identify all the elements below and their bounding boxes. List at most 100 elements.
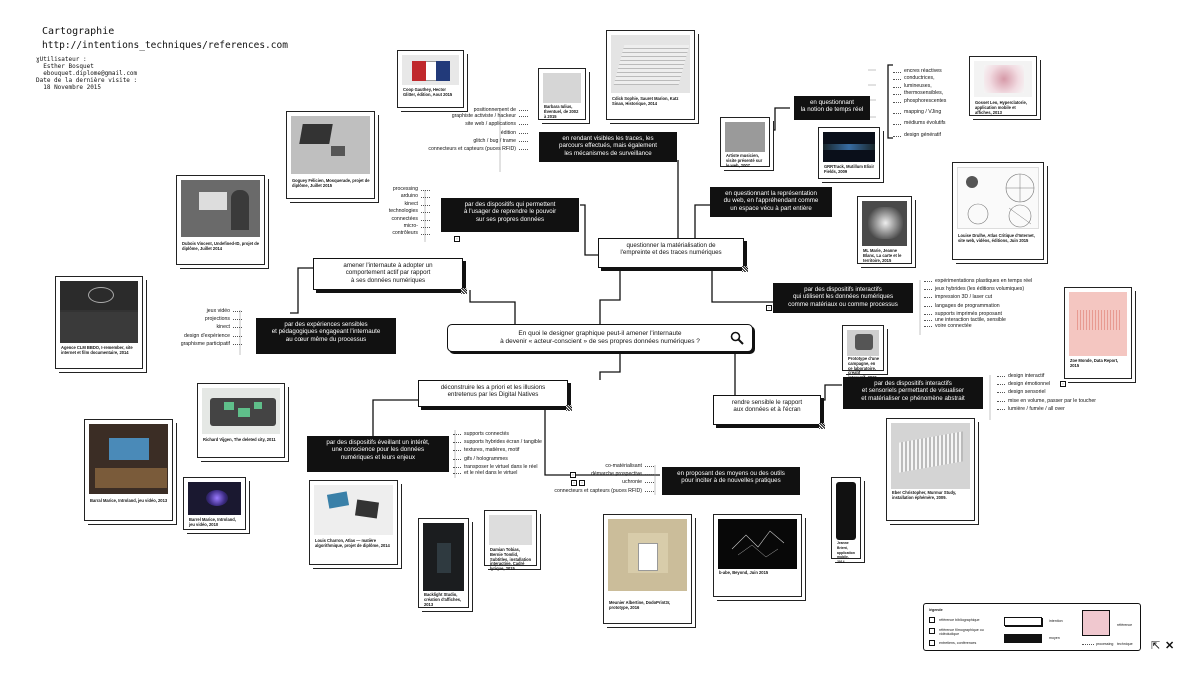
list-item[interactable]: projections	[150, 315, 242, 323]
list-item[interactable]: kinect	[340, 201, 430, 208]
list-item[interactable]: supports hybrides écran / tangible	[453, 438, 574, 446]
list-item[interactable]: connecteurs et capteurs (puces RFID)	[520, 487, 654, 495]
list-item[interactable]: conductrices,	[893, 75, 974, 82]
legend-ref-bib: référence bibliographique	[939, 618, 980, 622]
list-item[interactable]: contrôleurs	[340, 230, 430, 237]
node-rendre[interactable]: rendre sensible le rapport aux données e…	[713, 395, 825, 429]
node-reprendre-pouvoir[interactable]: par des dispositifs qui permettent à l'u…	[441, 198, 579, 232]
reference-card-phone[interactable]: Jeanne Brient, application mobile, 2014	[831, 477, 861, 564]
reference-marker[interactable]: ▫	[1060, 381, 1066, 387]
list-item[interactable]: textures, matières, motif	[453, 446, 574, 454]
reference-card-barrel[interactable]: Barral Marice, Introland, jeu vidéo, 201…	[84, 419, 173, 521]
list-item[interactable]: micro-	[340, 223, 430, 230]
reference-card-louis-charron[interactable]: Louis Charron, Atlas — matière algorithm…	[309, 480, 398, 565]
list-item[interactable]: lumière / fumée / all over	[997, 405, 1128, 413]
page-url[interactable]: http://intentions_techniques/references.…	[42, 40, 288, 51]
reference-card-dubois[interactable]: Dubois Vincent, Undefined-ID, projet de …	[176, 175, 265, 265]
list-item[interactable]: site web / applications	[400, 120, 528, 128]
magnifier-icon[interactable]	[730, 331, 744, 345]
list-item[interactable]: connectées	[340, 216, 430, 223]
list-item[interactable]: supports imprimés proposant	[924, 310, 1065, 318]
expand-icon[interactable]: ⇱	[1151, 640, 1161, 652]
list-item[interactable]: transposer le virtuel dans le réel	[453, 463, 574, 471]
reference-card-glitch[interactable]: GRRTrack, Mutillum Elixir Fields, 2009	[818, 127, 880, 179]
reference-card-zoe[interactable]: Zoe Monde, Data Report, 2015	[1064, 287, 1132, 379]
node-interet[interactable]: par des dispositifs éveillant un intérêt…	[307, 436, 449, 472]
node-traces[interactable]: en rendant visibles les traces, les parc…	[539, 132, 677, 162]
list-item[interactable]: médiums évolutifs	[893, 120, 974, 127]
reference-card-goguey[interactable]: Goguey Félicien, Mosquerade, projet de d…	[286, 111, 375, 199]
reference-caption: Cdick Sophie, Sauret Marion, Katz Sinan,…	[612, 96, 679, 106]
node-moyens-outils[interactable]: en proposant des moyens ou des outils po…	[662, 467, 800, 495]
list-item[interactable]: design d'expérience	[150, 332, 242, 340]
list-item[interactable]: jeux vidéo	[150, 307, 242, 315]
reference-card-ml-marie[interactable]: ML Marie, Jeanne Blanc, La carte et le t…	[857, 196, 912, 264]
reference-image	[291, 116, 370, 174]
list-item[interactable]: arduino	[340, 193, 430, 200]
reference-card-meunier[interactable]: Meunier Albertine, DodoPrint3r, prototyp…	[603, 514, 692, 624]
list-item[interactable]: glitch / bug / trame	[400, 137, 528, 145]
list-item[interactable]: une interaction tactile, sensible	[924, 316, 1065, 324]
reference-card-barrel-small[interactable]: Barrel Marice, Introland, jeu vidéo, 201…	[183, 477, 246, 530]
reference-card-eber[interactable]: Eber Christopher, Murmur Study, installa…	[886, 418, 975, 521]
reference-card-louise[interactable]: Louise Drulhe, Atlas Critique d'Internet…	[952, 162, 1044, 260]
list-item[interactable]: technologies	[340, 208, 430, 215]
list-item[interactable]: gifs / hologrammes	[453, 455, 574, 463]
reference-card-cdick[interactable]: Cdick Sophie, Sauret Marion, Katz Sinan,…	[606, 30, 695, 120]
list-item[interactable]: uchronie	[520, 478, 654, 486]
node-questionner[interactable]: questionner la matérialisation de l'empr…	[598, 238, 748, 272]
list-item[interactable]: connecteurs et capteurs (puces RFID)	[400, 145, 528, 153]
reference-card-barbara[interactable]: Barbara Iulius, Éventuel, de 2002 à 2015	[538, 68, 586, 120]
list-item[interactable]: design interactif	[997, 372, 1128, 380]
node-sensoriels[interactable]: par des dispositifs interactifs et senso…	[843, 377, 983, 409]
reference-marker[interactable]: ▫	[766, 305, 772, 311]
list-item[interactable]: supports connectés	[453, 430, 574, 438]
list-item[interactable]: design sensoriel	[997, 388, 1128, 396]
list-item[interactable]: phosphorescentes	[893, 98, 974, 105]
list-item[interactable]: édition	[400, 129, 528, 137]
list-item[interactable]: design génératif	[893, 132, 974, 139]
reference-card-lab-book[interactable]: Prototype d'une campagne, en ce laborato…	[842, 325, 884, 380]
list-item[interactable]: graphisme participatif	[150, 340, 242, 348]
list-item[interactable]: encres réactives	[893, 68, 974, 75]
list-item[interactable]: impression 3D / laser cut	[924, 293, 1065, 301]
list-item[interactable]: démarche prospective	[520, 470, 654, 478]
list-item[interactable]: expérimentations plastiques en temps rée…	[924, 277, 1065, 285]
reference-card-gosset[interactable]: Gosset Leo, Hyperclatorie, application m…	[969, 56, 1037, 116]
list-item[interactable]: mapping / VJing	[893, 109, 974, 116]
node-experiences[interactable]: par des expériences sensibles et pédagog…	[256, 318, 396, 354]
list-item[interactable]: graphiste activiste / hackeur	[400, 112, 528, 120]
reference-card-coop[interactable]: Coop Gauthey, Hector Glitter, édition, A…	[397, 50, 464, 108]
list-item[interactable]: langages de programmation	[924, 302, 1065, 310]
reference-marker[interactable]: ▫	[571, 480, 577, 486]
reference-card-dossier[interactable]: Damian Tobias, Bernie Tomlid, Subtitles,…	[484, 510, 537, 571]
node-amener[interactable]: amener l'internaute à adopter un comport…	[313, 258, 467, 294]
reference-card-bobe[interactable]: b-abe, Beyond, Juin 2015	[713, 514, 802, 597]
node-temps-reel[interactable]: en questionnant la notion de temps réel	[794, 96, 870, 120]
node-interactifs-matieres[interactable]: par des dispositifs interactifs qui util…	[773, 283, 913, 313]
list-item[interactable]: positionnement de	[400, 106, 528, 114]
list-item[interactable]: voire connectée	[924, 322, 1065, 330]
list-item[interactable]: design émotionnel	[997, 380, 1128, 388]
list-item[interactable]: jeux hybrides (les éditions volumiques)	[924, 285, 1065, 293]
list-item[interactable]: thermosensibles,	[893, 90, 974, 97]
reference-marker[interactable]: ▫	[454, 236, 460, 242]
user-email[interactable]: ebouquet.diplome@gmail.com	[43, 70, 138, 77]
node-deconstruire[interactable]: déconstruire les a priori et les illusio…	[418, 380, 572, 411]
node-line: par des dispositifs éveillant un intérêt…	[326, 439, 430, 446]
list-item[interactable]: et le réel dans le virtuel	[453, 469, 574, 477]
list-item[interactable]: processing	[340, 186, 430, 193]
reference-marker[interactable]: ▫	[579, 480, 585, 486]
list-item[interactable]: lumineuses,	[893, 83, 974, 90]
close-icon[interactable]: ✕	[1165, 640, 1175, 652]
reference-card-bekoz[interactable]: Backlight Studio, création d'affiches, 2…	[418, 518, 469, 608]
list-item[interactable]: kinect	[150, 323, 242, 331]
list-item[interactable]: mise en volume, passer par le toucher	[997, 397, 1128, 405]
node-representation[interactable]: en questionnant la représentation du web…	[710, 187, 832, 217]
reference-card-vigne[interactable]: Richard Vijgen, The deleted city, 2011	[197, 383, 285, 458]
reference-card-artiste[interactable]: Artiste musicien, visite présenté sur le…	[720, 117, 770, 168]
reference-card-agence[interactable]: Agence CLM BBDO, I-remember, site intern…	[55, 276, 143, 369]
list-item[interactable]: co-matérialisant	[520, 462, 654, 470]
central-question[interactable]: En quoi le designer graphique peut-il am…	[447, 324, 753, 352]
reference-marker[interactable]: ▫	[570, 472, 576, 478]
